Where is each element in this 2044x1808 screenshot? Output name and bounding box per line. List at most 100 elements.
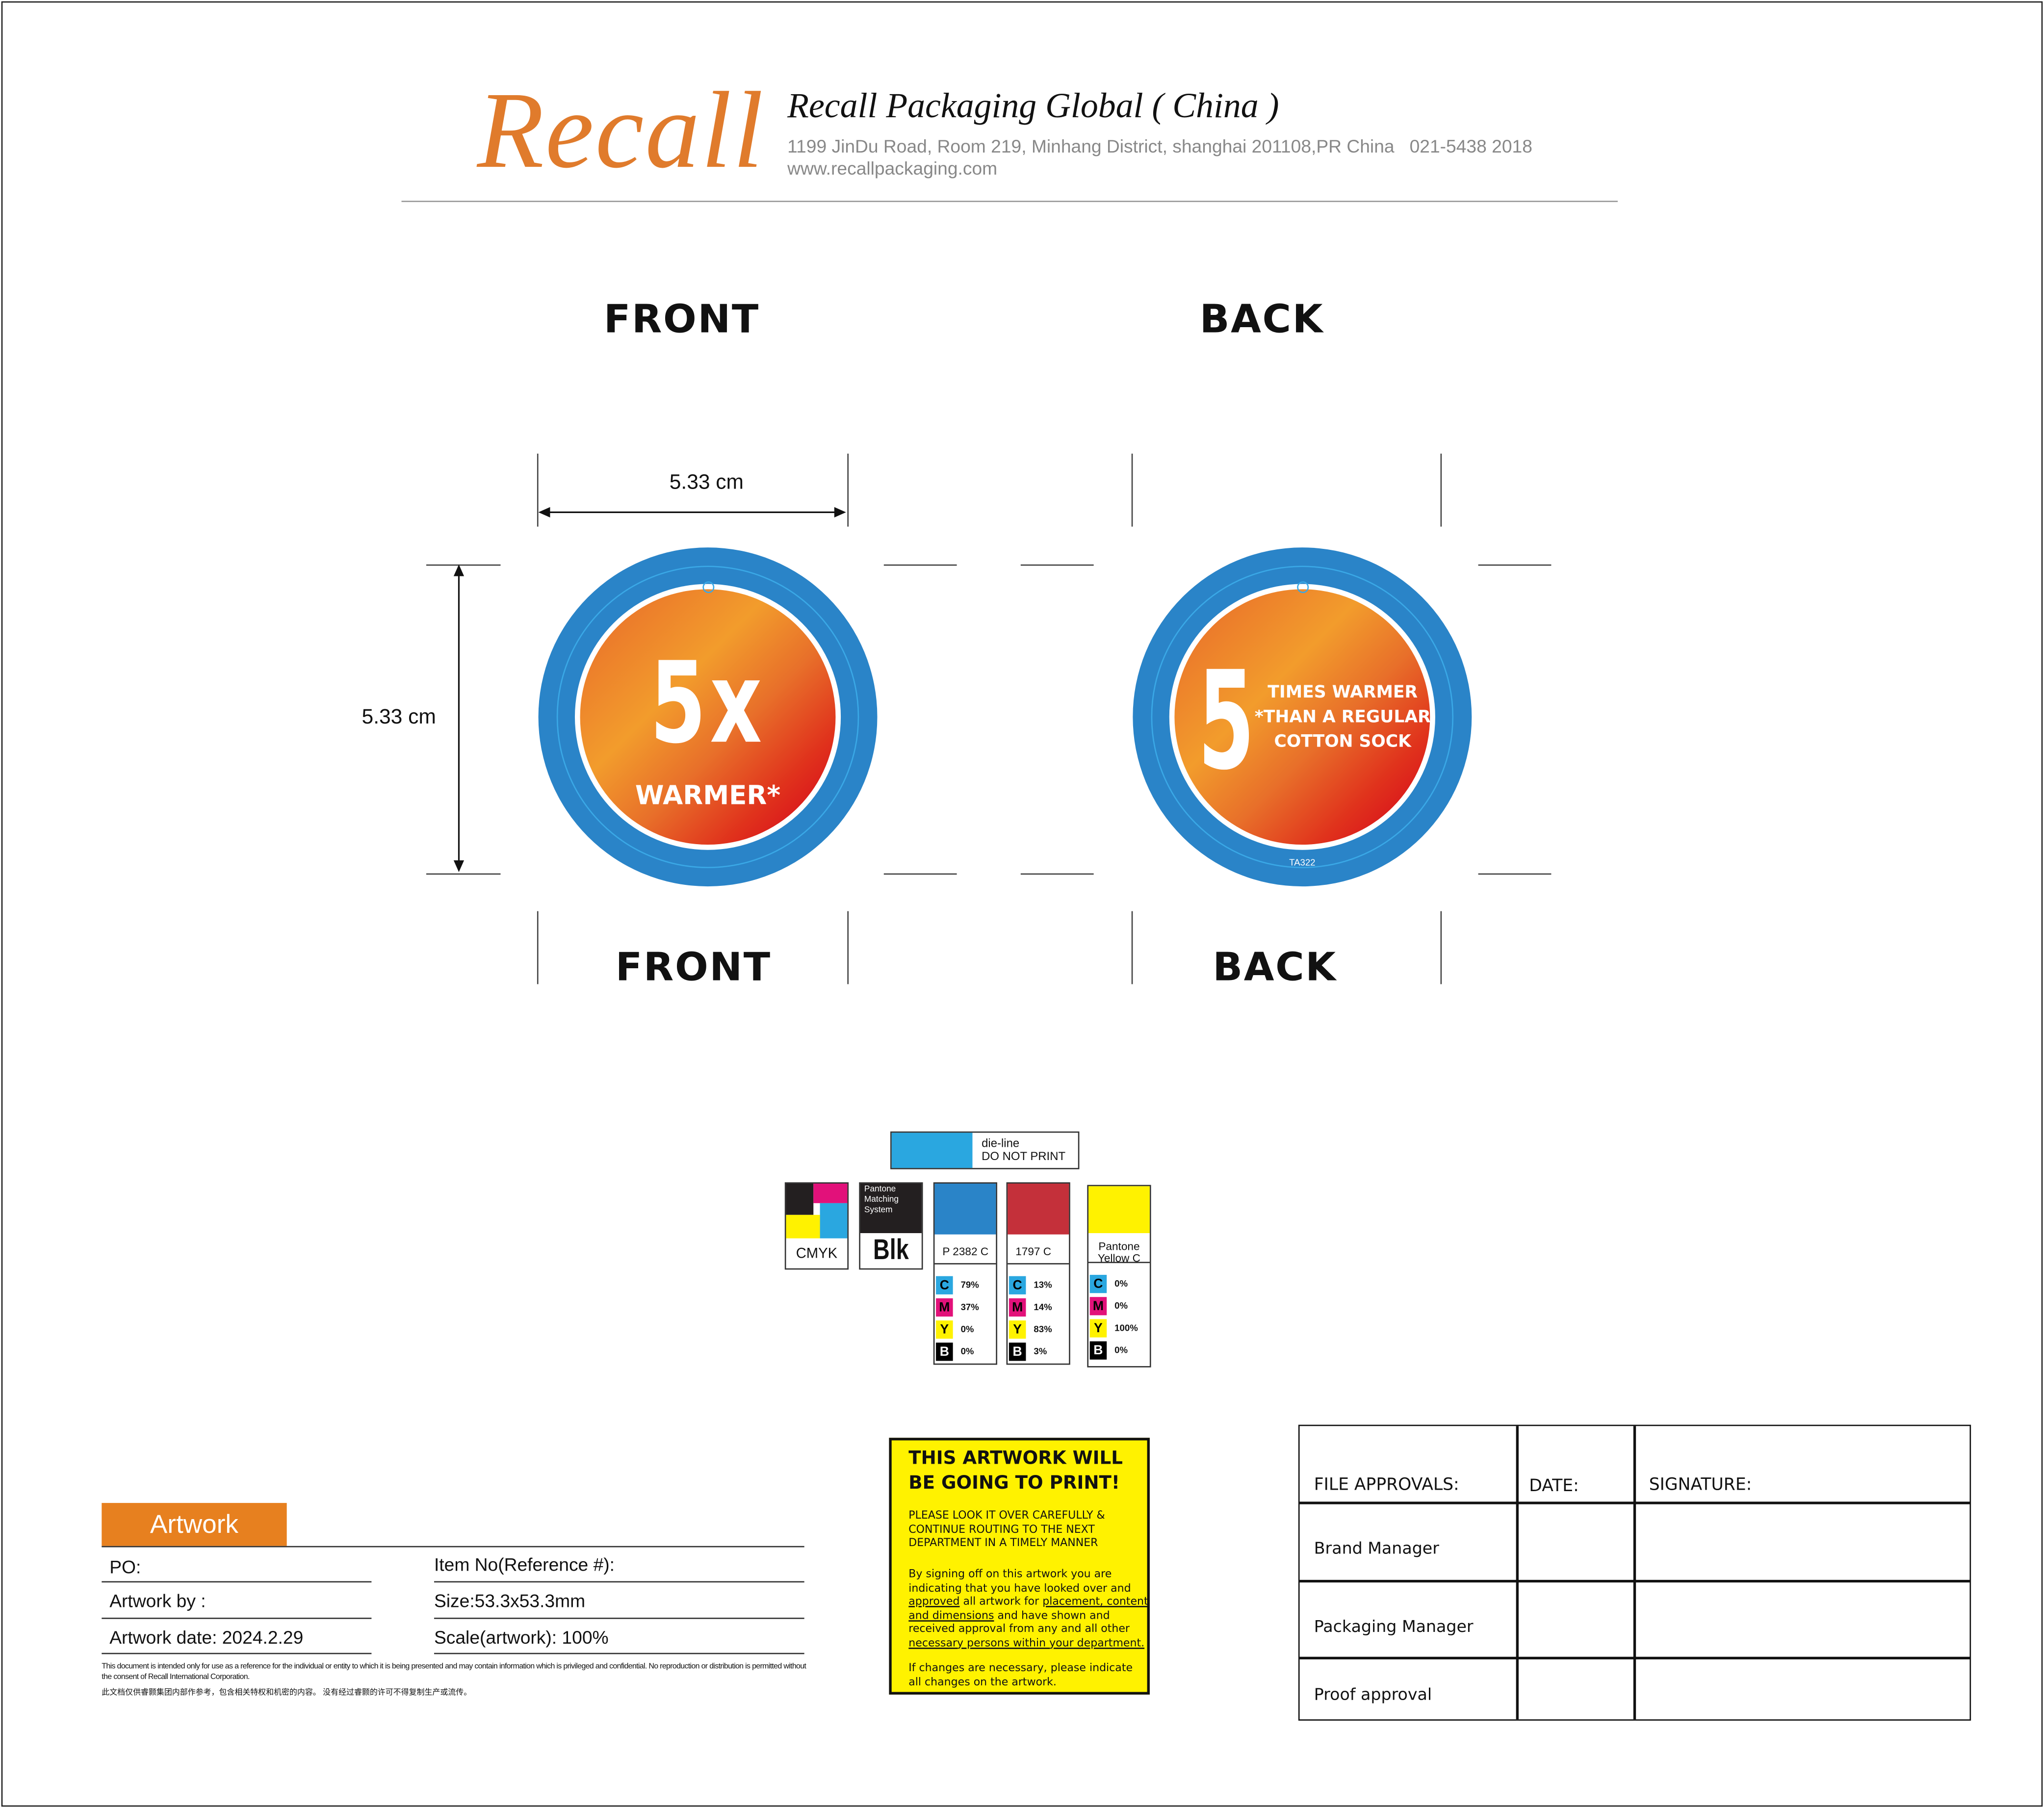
disclaimer-cn: 此文档仅供睿颢集团内部作参考，包含相关特权和机密的内容。 没有经过睿颢的许可不得… (102, 1689, 472, 1698)
cmyk-value: 0% (960, 1325, 974, 1334)
cmyk-value-row: M 14% (1009, 1298, 1052, 1317)
width-dimension: 5.33 cm (669, 472, 744, 494)
cmyk-value: 0% (1114, 1345, 1128, 1355)
notice-underlined: placement, content (1042, 1594, 1148, 1607)
front-label-top: FRONT (603, 297, 760, 343)
date-header: DATE: (1529, 1476, 1579, 1497)
signature-cell[interactable] (1636, 1504, 1969, 1580)
back-label-top: BACK (1199, 297, 1324, 343)
pms-black-swatch: Pantone Matching System Blk (859, 1182, 923, 1270)
signature-cell[interactable] (1636, 1582, 1969, 1656)
back-line: TIMES WARMER (1268, 683, 1418, 703)
approval-row-label: Proof approval (1314, 1684, 1432, 1704)
recall-logo: Recall (477, 70, 765, 192)
product-code: TA322 (1289, 859, 1316, 868)
cmyk-value-row: B 0% (936, 1343, 974, 1361)
notice-text: all changes on the artwork. (908, 1674, 1057, 1688)
company-website: www.recallpackaging.com (787, 157, 998, 179)
cmyk-swatch: CMYK (784, 1182, 849, 1270)
notice-underlined: approved (908, 1594, 960, 1607)
notice-text: received approval from any and all other (908, 1621, 1130, 1635)
pms-text: System (864, 1206, 893, 1215)
cmyk-value: 3% (1034, 1347, 1047, 1357)
divider (102, 1617, 372, 1619)
header-divider (401, 201, 1618, 202)
pms-text: Matching (864, 1195, 899, 1205)
cmyk-value: 0% (960, 1347, 974, 1357)
cmyk-key: C (936, 1276, 953, 1294)
swatch-name: P 2382 C (942, 1244, 989, 1258)
pms-text: Pantone (864, 1185, 896, 1194)
signature-header: SIGNATURE: (1649, 1475, 1752, 1496)
notice-text: PLEASE LOOK IT OVER CAREFULLY & (908, 1508, 1105, 1522)
cmyk-key: Y (936, 1320, 953, 1339)
approval-table: FILE APPROVALS: DATE: SIGNATURE: Brand M… (1298, 1424, 1971, 1721)
approval-row-label: Packaging Manager (1314, 1616, 1474, 1636)
divider (102, 1546, 804, 1548)
item-no-field: Item No(Reference #): (434, 1553, 615, 1575)
front-tag: 5x WARMER* (538, 547, 878, 887)
cmyk-value-row: B 0% (1089, 1341, 1128, 1360)
cmyk-value: 13% (1034, 1280, 1052, 1290)
cmyk-key: M (1009, 1298, 1026, 1317)
size-field: Size:53.3x53.3mm (434, 1590, 586, 1611)
dieline-text: die-line (982, 1136, 1020, 1150)
date-cell[interactable] (1519, 1659, 1633, 1719)
divider (102, 1653, 372, 1654)
dieline-legend: die-line DO NOT PRINT (890, 1131, 1080, 1169)
notice-heading: BE GOING TO PRINT! (908, 1472, 1120, 1494)
cmyk-key: B (1089, 1341, 1107, 1360)
artwork-by-field: Artwork by : (109, 1590, 206, 1611)
cmyk-value: 83% (1034, 1325, 1052, 1334)
cmyk-value: 0% (1114, 1301, 1128, 1311)
front-subline: WARMER* (635, 779, 781, 811)
cmyk-value: 79% (960, 1280, 979, 1290)
disclaimer-en: This document is intended only for use a… (102, 1663, 806, 1681)
notice-text: and have shown and (994, 1608, 1110, 1621)
date-cell[interactable] (1519, 1504, 1633, 1580)
pms-label: Blk (873, 1233, 909, 1266)
divider (434, 1653, 804, 1654)
scale-field: Scale(artwork): 100% (434, 1627, 609, 1648)
print-notice: THIS ARTWORK WILL BE GOING TO PRINT! PLE… (889, 1438, 1150, 1695)
cmyk-value-row: M 0% (1089, 1297, 1128, 1316)
cmyk-value-row: Y 100% (1089, 1319, 1138, 1338)
approval-row-label: Brand Manager (1314, 1538, 1439, 1558)
cmyk-key: M (1089, 1297, 1107, 1316)
cmyk-value-row: C 79% (936, 1276, 979, 1294)
approvals-header: FILE APPROVALS: (1314, 1475, 1459, 1496)
cmyk-value: 14% (1034, 1303, 1052, 1312)
divider (434, 1617, 804, 1619)
height-dimension: 5.33 cm (362, 706, 436, 729)
cmyk-value-row: Y 0% (936, 1320, 974, 1339)
cmyk-value: 0% (1114, 1279, 1128, 1289)
cmyk-value: 37% (960, 1303, 979, 1312)
back-line: *THAN A REGULAR (1254, 708, 1430, 727)
divider (102, 1581, 372, 1583)
notice-text: If changes are necessary, please indicat… (908, 1660, 1133, 1674)
swatch-color (1008, 1184, 1069, 1235)
notice-heading: THIS ARTWORK WILL (908, 1448, 1123, 1470)
swatch-name: 1797 C (1015, 1244, 1052, 1258)
signature-cell[interactable] (1636, 1659, 1969, 1719)
cmyk-key: B (936, 1343, 953, 1361)
artwork-date-field: Artwork date: 2024.2.29 (109, 1627, 304, 1648)
cmyk-value: 100% (1114, 1323, 1138, 1333)
back-tag: 5 TIMES WARMER *THAN A REGULAR COTTON SO… (1133, 547, 1472, 887)
hang-hole-icon (702, 581, 715, 594)
dieline-swatch (891, 1133, 973, 1168)
swatch-name: Pantone Yellow C (1097, 1240, 1140, 1265)
notice-underlined: necessary persons within your department… (908, 1635, 1145, 1649)
date-cell[interactable] (1519, 1582, 1633, 1656)
notice-text: all artwork for (959, 1594, 1043, 1607)
back-text: TIMES WARMER *THAN A REGULAR COTTON SOCK (1245, 680, 1430, 754)
company-name: Recall Packaging Global ( China ) (787, 86, 1279, 126)
notice-text: indicating that you have looked over and (908, 1580, 1131, 1594)
cmyk-key: Y (1089, 1319, 1107, 1338)
dieline-text: DO NOT PRINT (982, 1149, 1066, 1163)
